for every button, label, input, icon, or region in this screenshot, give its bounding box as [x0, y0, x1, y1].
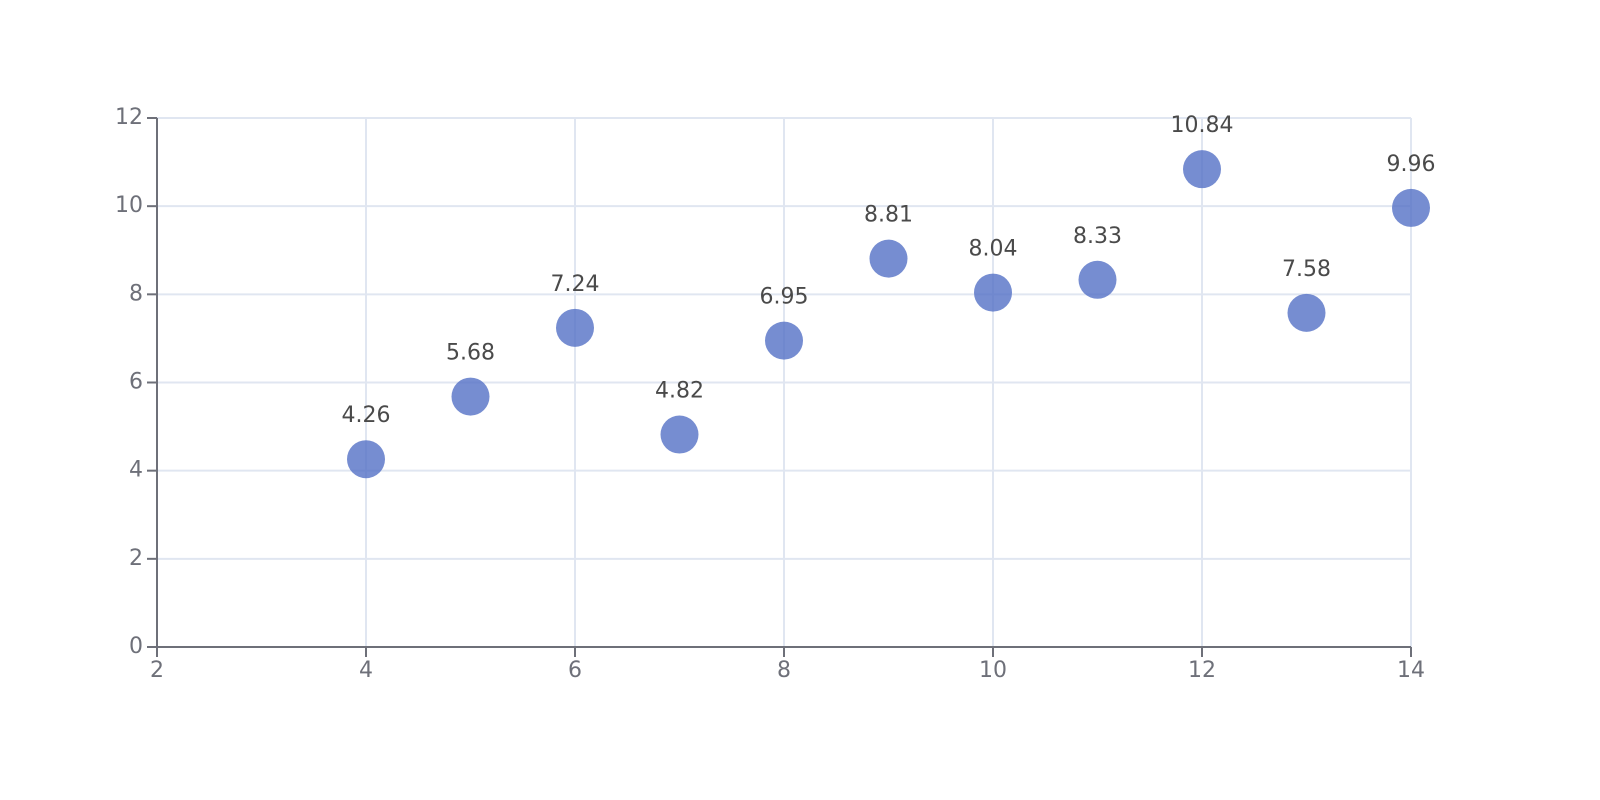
data-label: 4.82: [655, 379, 704, 404]
scatter-point[interactable]: [660, 415, 699, 454]
x-tick-label: 10: [979, 658, 1007, 683]
scatter-point[interactable]: [556, 308, 594, 347]
x-tick-label: 12: [1188, 658, 1216, 683]
scatter-point[interactable]: [869, 239, 908, 278]
data-label: 5.68: [446, 341, 495, 366]
y-tick-label: 10: [115, 193, 143, 218]
grid-lines: [157, 117, 1412, 647]
data-label: 7.24: [551, 272, 600, 297]
data-label: 8.33: [1073, 224, 1122, 249]
scatter-point[interactable]: [974, 273, 1012, 312]
x-tick-label: 4: [359, 658, 373, 683]
y-tick-label: 8: [129, 281, 143, 306]
scatter-point[interactable]: [765, 321, 803, 360]
scatter-point[interactable]: [1287, 293, 1326, 332]
data-points: [347, 150, 1430, 479]
scatter-point[interactable]: [1392, 188, 1430, 227]
x-tick-label: 6: [568, 658, 582, 683]
y-tick-label: 12: [115, 105, 143, 130]
y-tick-label: 6: [129, 370, 143, 395]
scatter-point[interactable]: [451, 377, 490, 416]
data-labels: 4.26 5.68 7.24 4.82 6.95 8.81 8.04 8.33 10.84 7.5…: [342, 113, 1436, 428]
data-label: 10.84: [1171, 113, 1234, 138]
y-tick-label: 2: [129, 546, 143, 571]
data-label: 4.26: [342, 403, 391, 428]
data-label: 8.81: [864, 203, 913, 228]
scatter-point[interactable]: [1078, 260, 1117, 299]
x-tick-label: 8: [777, 658, 791, 683]
data-label: 7.58: [1282, 257, 1331, 282]
data-label: 6.95: [760, 285, 809, 310]
data-label: 8.04: [969, 237, 1018, 262]
y-tick-label: 4: [129, 458, 143, 483]
scatter-point[interactable]: [1183, 150, 1221, 189]
y-tick-label: 0: [129, 634, 143, 659]
x-tick-label: 14: [1397, 658, 1425, 683]
x-tick-label: 2: [150, 658, 164, 683]
scatter-point[interactable]: [347, 440, 385, 479]
data-label: 9.96: [1387, 152, 1436, 177]
